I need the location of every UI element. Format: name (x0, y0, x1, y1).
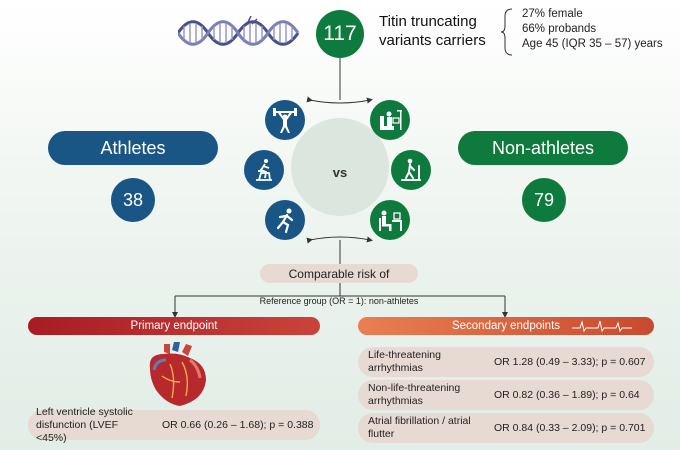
primary-endpoint-label: Left ventricle systolic disfunction (LVE… (36, 405, 133, 444)
non-athletes-count: 79 (522, 178, 566, 222)
carrier-count-badge: 117 (316, 10, 364, 58)
athletes-count: 38 (111, 178, 155, 222)
carrier-title: Titin truncating variants carriers (379, 13, 486, 49)
comparison-disc (291, 118, 389, 216)
secondary-endpoint-row: Life-threatening arrhythmias OR 1.28 (0.… (358, 347, 654, 377)
reference-group-label: Reference group (OR = 1): non-athletes (259, 296, 419, 306)
secondary-endpoint-value: OR 0.84 (0.33 – 2.09); p = 0.701 (494, 422, 646, 434)
cohort-stats: 27% female 66% probands Age 45 (IQR 35 –… (522, 7, 663, 52)
desk-work-icon (370, 200, 410, 240)
secondary-endpoints-title: Secondary endpoints (451, 320, 561, 332)
stat-female: 27% female (522, 8, 583, 20)
running-icon (265, 200, 305, 240)
secondary-endpoint-label: Life-threatening arrhythmias (368, 349, 441, 374)
reading-icon (370, 100, 410, 140)
ecg-trace-icon (572, 320, 632, 333)
primary-endpoint-header: Primary endpoint (28, 317, 320, 335)
anatomical-heart-icon (149, 342, 206, 406)
secondary-endpoints-header: Secondary endpoints (358, 317, 654, 335)
dna-helix-icon (178, 16, 300, 46)
secondary-endpoint-label: Non-life-threatening arrhythmias (368, 382, 461, 407)
vs-label: vs (332, 165, 348, 180)
secondary-endpoint-label: Atrial fibrillation / atrial flutter (368, 415, 471, 440)
non-athletes-label: Non-athletes (458, 131, 628, 165)
secondary-endpoint-row: Atrial fibrillation / atrial flutter OR … (358, 413, 654, 443)
walking-icon (391, 150, 431, 190)
cycling-icon (244, 150, 284, 190)
comparable-risk-label: Comparable risk of (260, 264, 418, 283)
secondary-endpoint-value: OR 1.28 (0.49 – 3.33); p = 0.607 (494, 356, 646, 368)
athletes-label: Athletes (48, 131, 218, 165)
brace-icon (500, 8, 513, 56)
weightlifting-icon (265, 100, 305, 140)
primary-endpoint-value: OR 0.66 (0.26 – 1.68); p = 0.388 (162, 419, 314, 431)
secondary-endpoint-row: Non-life-threatening arrhythmias OR 0.82… (358, 380, 654, 410)
stat-probands: 66% probands (522, 23, 597, 35)
secondary-endpoint-value: OR 0.82 (0.36 – 1.89); p = 0.64 (494, 389, 640, 401)
primary-endpoint-row: Left ventricle systolic disfunction (LVE… (28, 406, 320, 444)
stat-age: Age 45 (IQR 35 – 57) years (522, 38, 663, 50)
